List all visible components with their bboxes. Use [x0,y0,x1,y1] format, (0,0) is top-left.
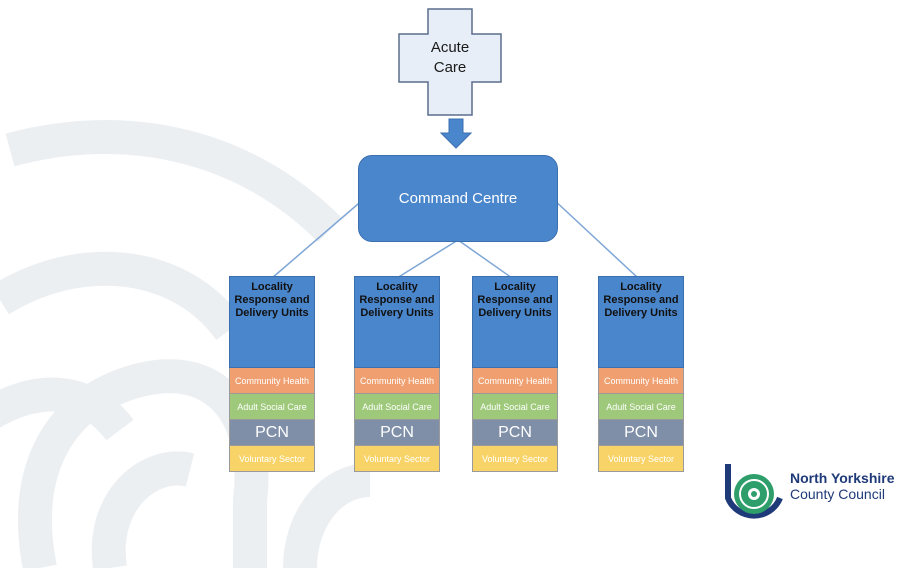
locality-unit-1: Locality Response and Delivery Units Com… [229,276,315,472]
locality-unit-4: Locality Response and Delivery Units Com… [598,276,684,472]
pcn-cell: PCN [229,420,315,446]
acute-care-cross-shape [398,8,502,116]
adult-social-care-cell: Adult Social Care [598,394,684,420]
logo-line2: County Council [790,486,885,502]
locality-unit-3: Locality Response and Delivery Units Com… [472,276,558,472]
locality-unit-title: Locality Response and Delivery Units [598,276,684,368]
acute-care-label: Acute Care [420,38,480,78]
command-centre-label: Command Centre [398,190,518,207]
acute-care-line2: Care [433,59,467,76]
connector-line-2 [396,239,459,279]
nycc-logo-icon [725,464,783,519]
adult-social-care-cell: Adult Social Care [354,394,440,420]
locality-unit-2: Locality Response and Delivery Units Com… [354,276,440,472]
nycc-logo-text: North Yorkshire County Council [790,470,895,502]
locality-unit-title: Locality Response and Delivery Units [229,276,315,368]
locality-unit-title: Locality Response and Delivery Units [472,276,558,368]
pcn-cell: PCN [472,420,558,446]
locality-unit-title: Locality Response and Delivery Units [354,276,440,368]
voluntary-sector-cell: Voluntary Sector [472,446,558,472]
connector-line-3 [457,239,513,279]
connector-line-1 [271,197,366,279]
community-health-cell: Community Health [472,368,558,394]
down-arrow-icon [440,118,472,149]
voluntary-sector-cell: Voluntary Sector [354,446,440,472]
community-health-cell: Community Health [354,368,440,394]
voluntary-sector-cell: Voluntary Sector [598,446,684,472]
community-health-cell: Community Health [229,368,315,394]
community-health-cell: Community Health [598,368,684,394]
connector-line-4 [551,197,639,279]
logo-line1: North Yorkshire [790,470,895,486]
voluntary-sector-cell: Voluntary Sector [229,446,315,472]
command-centre-box: Command Centre [358,155,558,242]
acute-care-line1: Acute [430,39,470,56]
pcn-cell: PCN [598,420,684,446]
adult-social-care-cell: Adult Social Care [229,394,315,420]
adult-social-care-cell: Adult Social Care [472,394,558,420]
pcn-cell: PCN [354,420,440,446]
